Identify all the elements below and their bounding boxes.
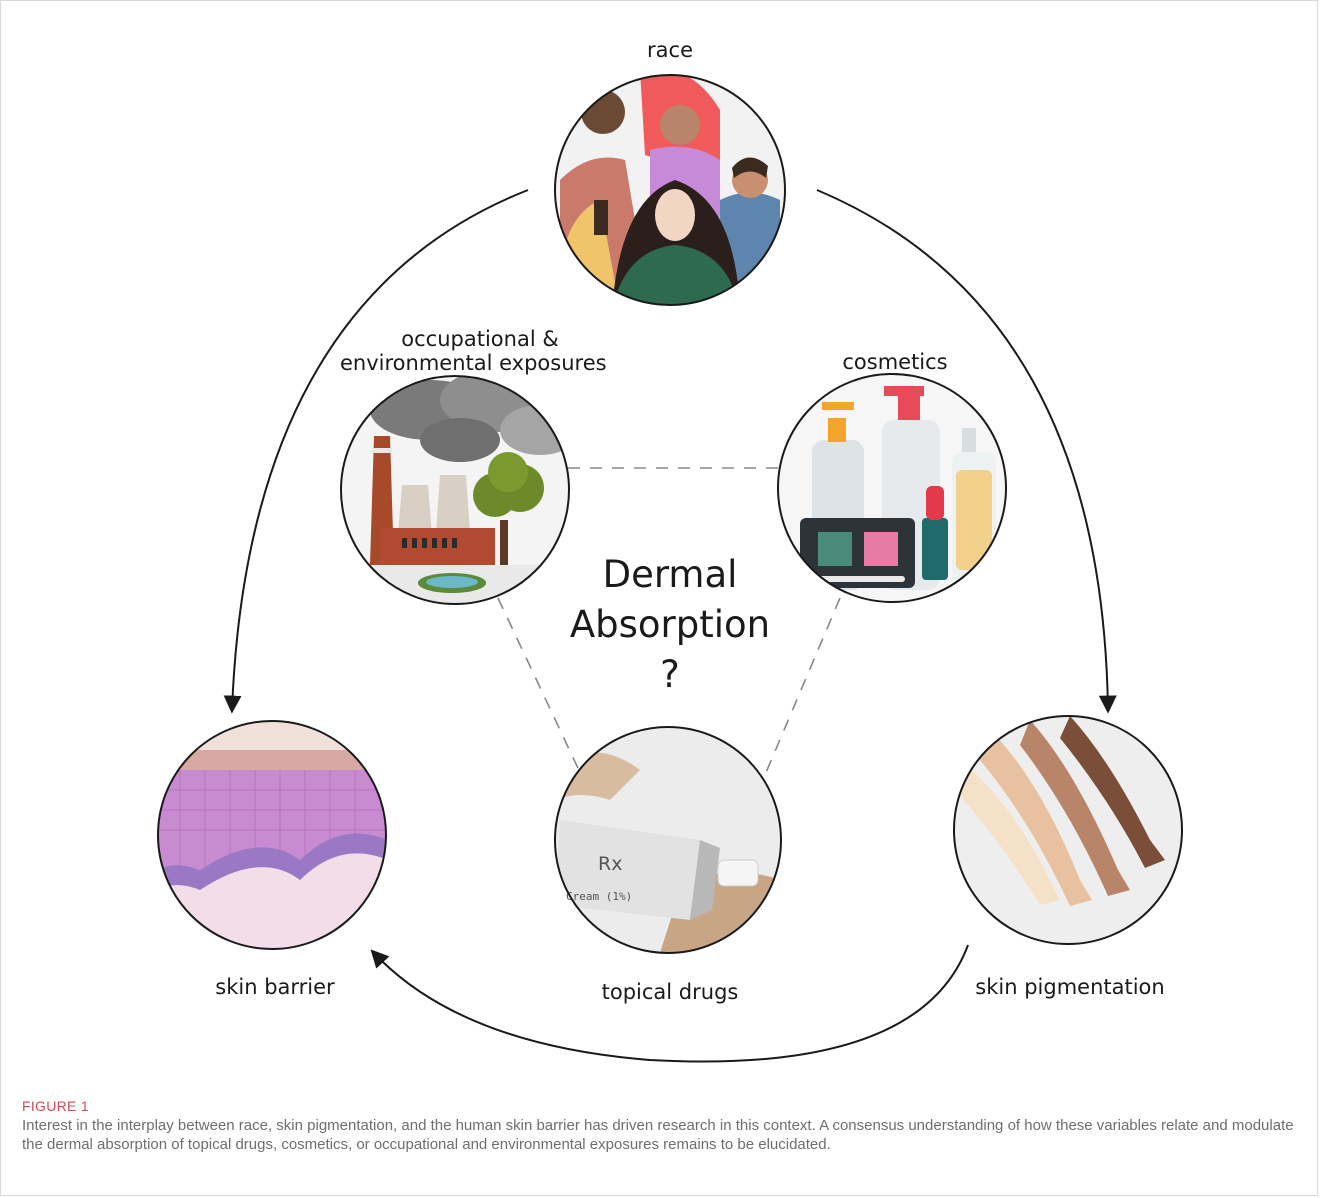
dermal-absorption-title: Dermal Absorption ?: [540, 550, 800, 700]
skin-pigmentation-circle: [953, 715, 1183, 945]
center-line-3: ?: [660, 653, 680, 696]
label-cosmetics: cosmetics: [842, 350, 948, 374]
center-line-1: Dermal: [602, 553, 738, 596]
label-race: race: [647, 38, 693, 62]
race-circle: [554, 74, 786, 306]
topical-drugs-circle: [554, 726, 782, 954]
label-skin-barrier: skin barrier: [215, 975, 335, 999]
center-line-2: Absorption: [569, 603, 771, 646]
label-topical-drugs: topical drugs: [601, 980, 739, 1004]
rx-label: Rx: [598, 853, 622, 875]
arrow-pigmentation-to-barrier: [370, 944, 969, 1063]
diagram-canvas: Rx Cream (1%): [157, 74, 1183, 1063]
arrow-race-to-skin-barrier: [223, 189, 529, 714]
cosmetics-illustration: [778, 374, 1006, 602]
figure-caption: Interest in the interplay between race, …: [22, 1117, 1294, 1153]
occupational-circle: [340, 375, 570, 605]
topical-drug-illustration: [555, 727, 781, 953]
arrow-race-to-skin-pigmentation: [816, 189, 1117, 714]
skin-barrier-illustration: [158, 721, 386, 949]
label-occupational-line2: environmental exposures: [340, 351, 607, 375]
pigmentation-illustration: [954, 716, 1182, 944]
label-skin-pigmentation: skin pigmentation: [975, 975, 1165, 999]
label-occupational-line1: occupational &: [401, 327, 559, 351]
cream-label: Cream (1%): [566, 890, 632, 903]
cosmetics-circle: [777, 373, 1007, 603]
race-illustration: [555, 75, 785, 305]
figure-label: FIGURE 1: [22, 1098, 89, 1114]
skin-barrier-circle: [157, 720, 387, 950]
